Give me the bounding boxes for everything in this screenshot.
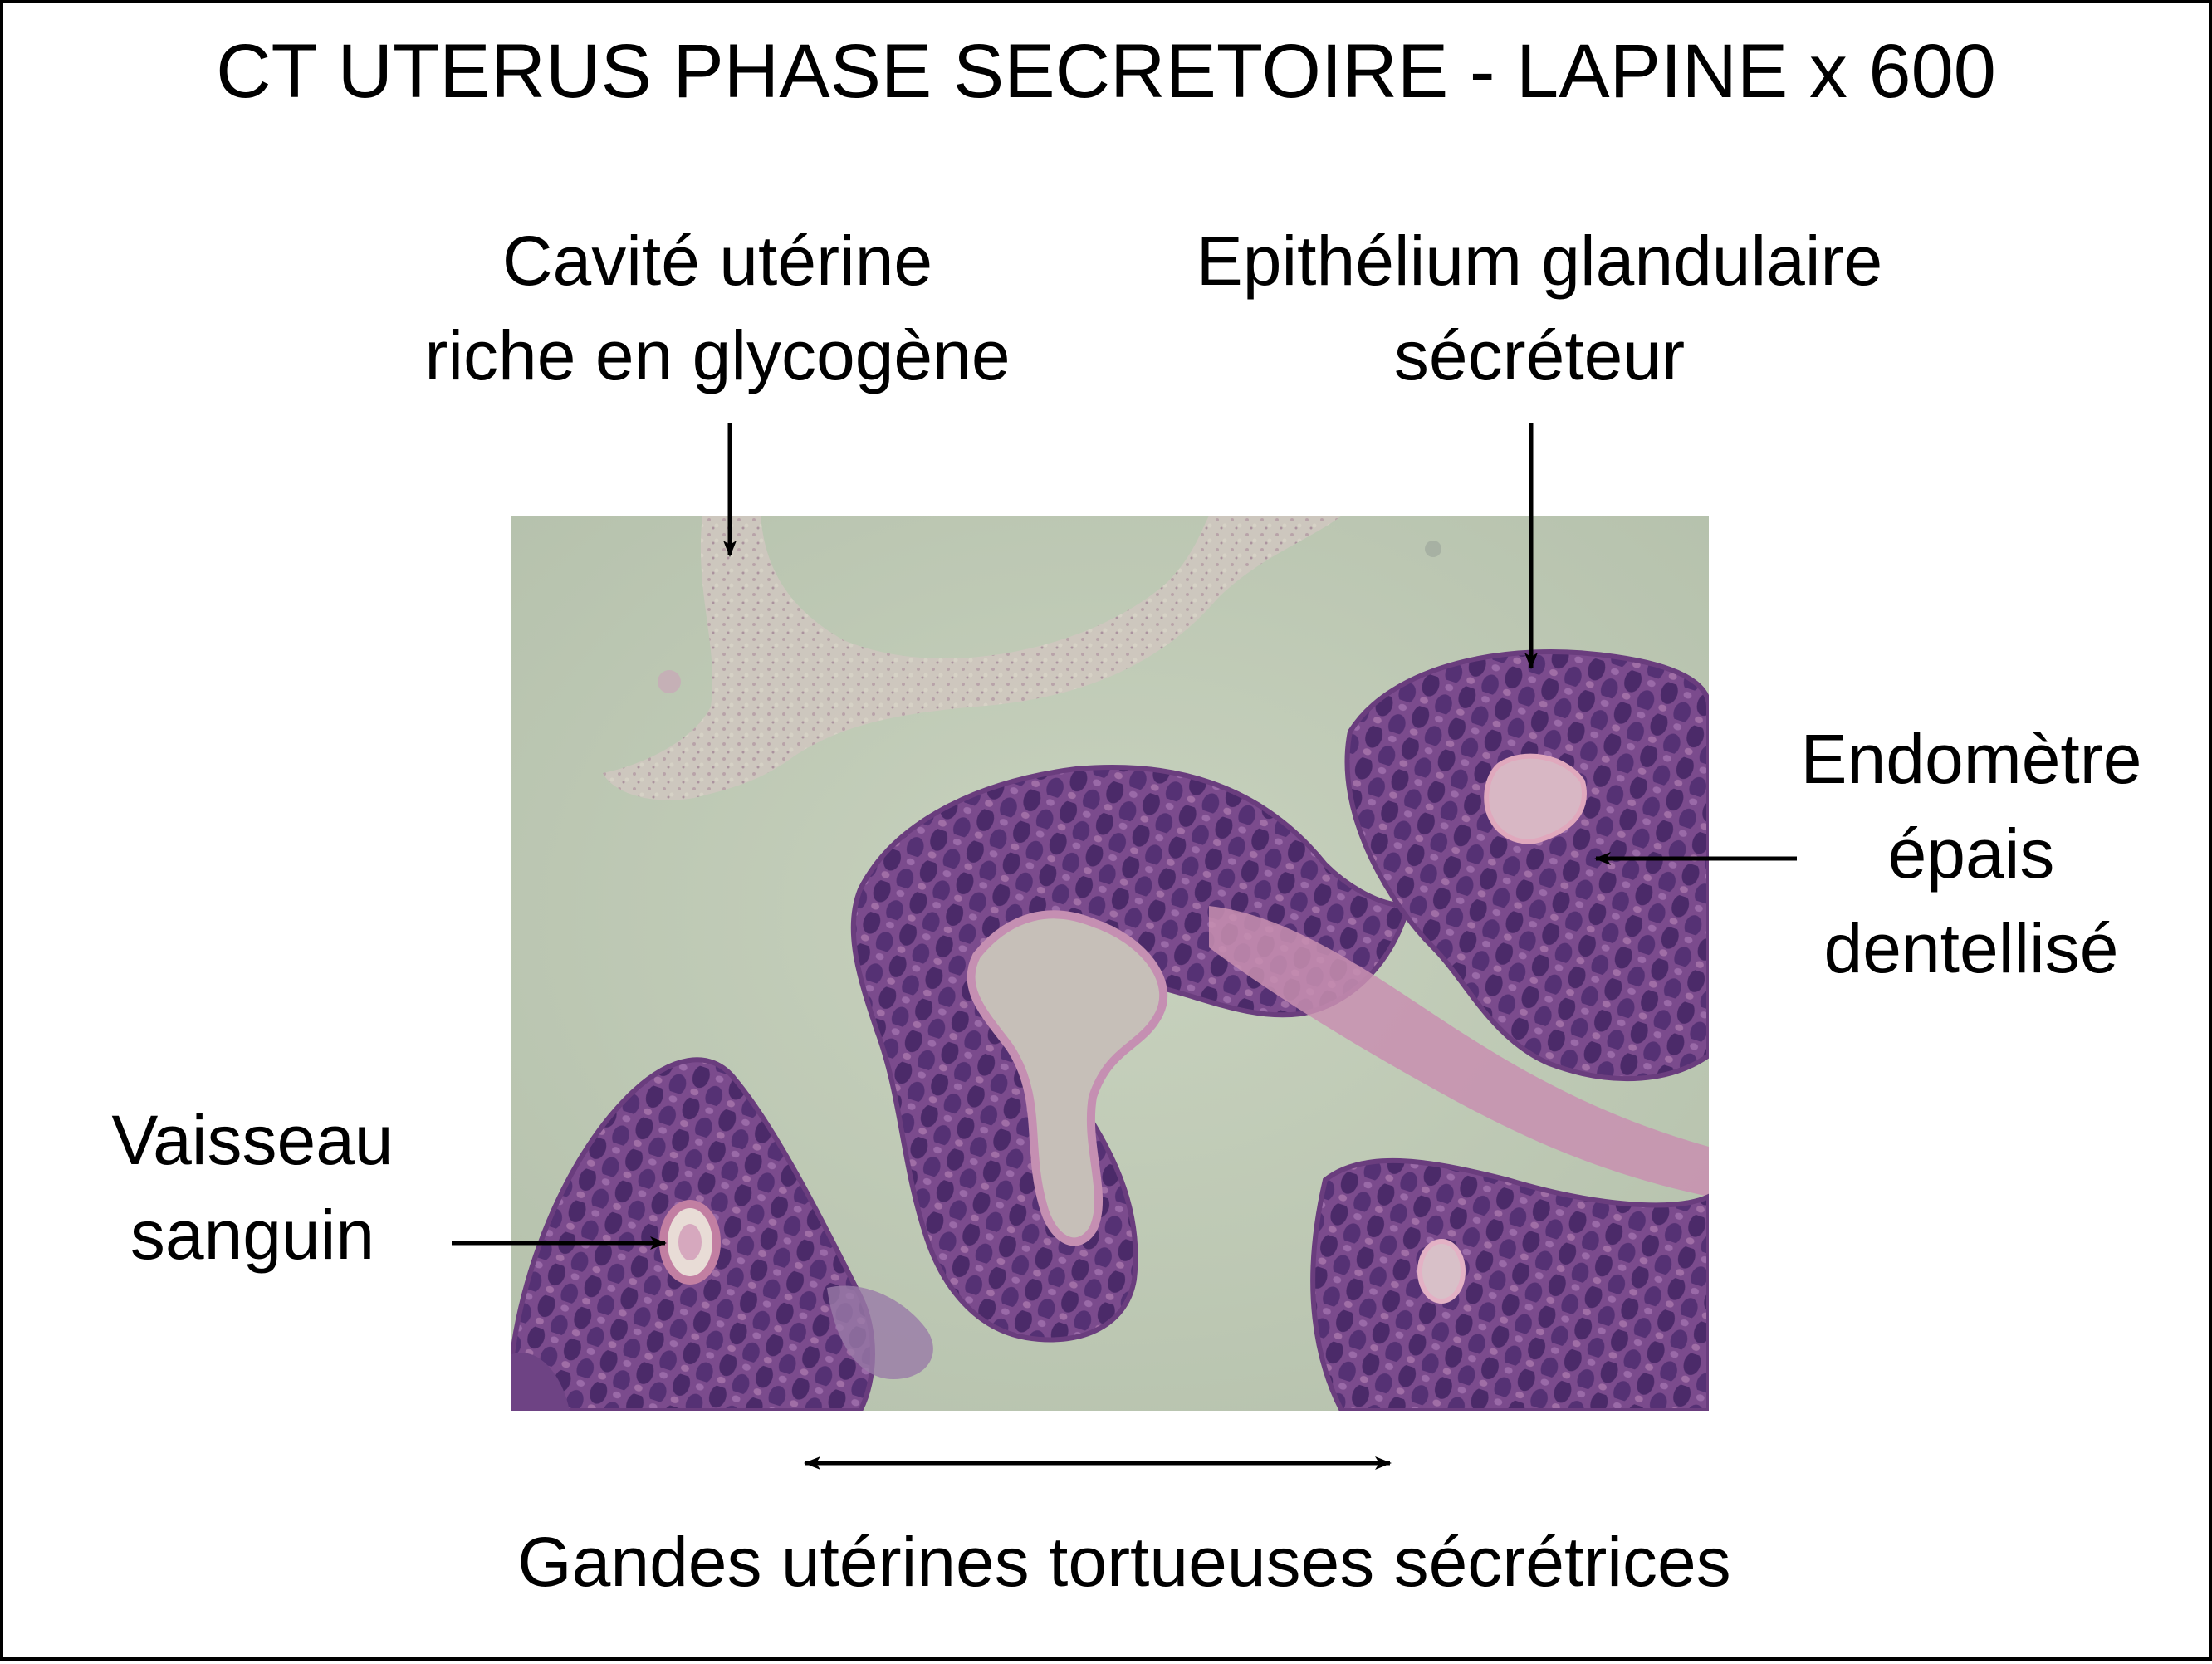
label-uterine-cavity-line1: Cavité utérine (502, 222, 933, 300)
cavity-secretion (603, 516, 1342, 800)
stroma-band (1209, 906, 1709, 1197)
debris (1425, 541, 1441, 557)
label-blood-vessel-line2: sanguin (130, 1196, 375, 1274)
micrograph-illustration (511, 516, 1709, 1411)
upper-right-gland (1344, 649, 1709, 1082)
label-uterine-cavity-line2: riche en glycogène (424, 316, 1011, 394)
label-endometrium-line1: Endomètre (1800, 720, 2142, 798)
tissue-fragment (511, 1353, 570, 1411)
label-glandular-epithelium-line1: Epithélium glandulaire (1196, 222, 1883, 300)
label-blood-vessel-line1: Vaisseau (111, 1101, 394, 1179)
label-endometrium: Endomètre épais dentellisé (1747, 712, 2195, 996)
micrograph (511, 516, 1709, 1411)
label-glandular-epithelium-line2: sécréteur (1393, 316, 1686, 394)
upper-right-gland-lumen (1484, 753, 1587, 844)
label-uterine-cavity: Cavité utérine riche en glycogène (302, 213, 1133, 403)
blood-cell (658, 670, 681, 693)
central-gland-lumen (967, 910, 1168, 1246)
label-blood-vessel: Vaisseau sanguin (45, 1093, 460, 1282)
lower-right-gland-lumen (1417, 1239, 1466, 1304)
label-endometrium-line2: épais (1887, 815, 2055, 893)
lower-left-gland-bud (827, 1285, 933, 1379)
label-glandular-epithelium: Epithélium glandulaire sécréteur (1108, 213, 1971, 403)
annotation-arrows (452, 423, 1797, 1470)
label-endometrium-line3: dentellisé (1823, 909, 2119, 987)
lower-right-gland (1310, 1157, 1709, 1411)
figure-title: CT UTERUS PHASE SECRETOIRE - LAPINE x 60… (216, 29, 1996, 114)
blood-vessel-lumen (678, 1224, 702, 1260)
label-uterine-glands: Gandes utérines tortueuses sécrétrices (517, 1523, 1731, 1601)
